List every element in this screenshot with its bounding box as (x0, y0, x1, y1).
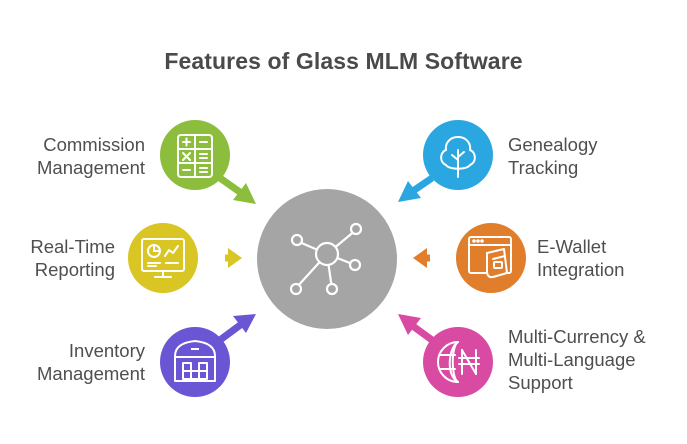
label-multicurrency-line1: Multi-Currency & (508, 326, 646, 347)
label-reporting-line2: Reporting (34, 259, 115, 280)
network-hub-icon (289, 222, 363, 296)
calculator-icon (177, 134, 213, 178)
multicurrency-circle (423, 327, 493, 397)
node-inventory (160, 314, 256, 397)
label-genealogy: Genealogy Tracking (508, 133, 658, 179)
warehouse-icon (174, 340, 216, 382)
commission-arrow-head (233, 183, 256, 204)
label-ewallet-line2: Integration (537, 259, 625, 280)
label-multicurrency-line3: Support (508, 372, 573, 393)
node-multicurrency (398, 314, 493, 397)
label-inventory-line2: Management (37, 363, 145, 384)
reporting-circle (128, 223, 198, 293)
reporting-arrow-head (228, 248, 242, 268)
label-inventory-line1: Inventory (68, 340, 145, 361)
label-multicurrency: Multi-Currency & Multi-Language Support (508, 325, 678, 394)
dashboard-icon (141, 238, 185, 278)
multicurrency-arrow-head (398, 314, 421, 335)
label-genealogy-line1: Genealogy (508, 134, 598, 155)
globe-naira-icon (437, 341, 480, 383)
label-reporting-line1: Real-Time (30, 236, 115, 257)
tree-icon (440, 136, 476, 178)
node-genealogy (398, 120, 493, 202)
inventory-arrow-shaft (217, 320, 246, 343)
center-hub (257, 189, 397, 329)
node-commission (160, 120, 256, 204)
label-inventory: Inventory Management (10, 339, 145, 385)
genealogy-arrow-head (398, 181, 421, 202)
label-ewallet: E-Wallet Integration (537, 235, 677, 281)
label-genealogy-line2: Tracking (508, 157, 579, 178)
inventory-arrow-head (233, 314, 256, 333)
label-ewallet-line1: E-Wallet (537, 236, 607, 257)
inventory-circle (160, 327, 230, 397)
ewallet-arrow-head (413, 248, 427, 268)
label-multicurrency-line2: Multi-Language (508, 349, 636, 370)
node-reporting (128, 223, 242, 293)
wallet-icon (468, 236, 512, 279)
label-commission-line2: Management (37, 157, 145, 178)
label-reporting: Real-Time Reporting (10, 235, 115, 281)
node-ewallet (413, 223, 526, 293)
page-title: Features of Glass MLM Software (164, 48, 523, 74)
label-commission: Commission Management (10, 133, 145, 179)
label-commission-line1: Commission (43, 134, 145, 155)
